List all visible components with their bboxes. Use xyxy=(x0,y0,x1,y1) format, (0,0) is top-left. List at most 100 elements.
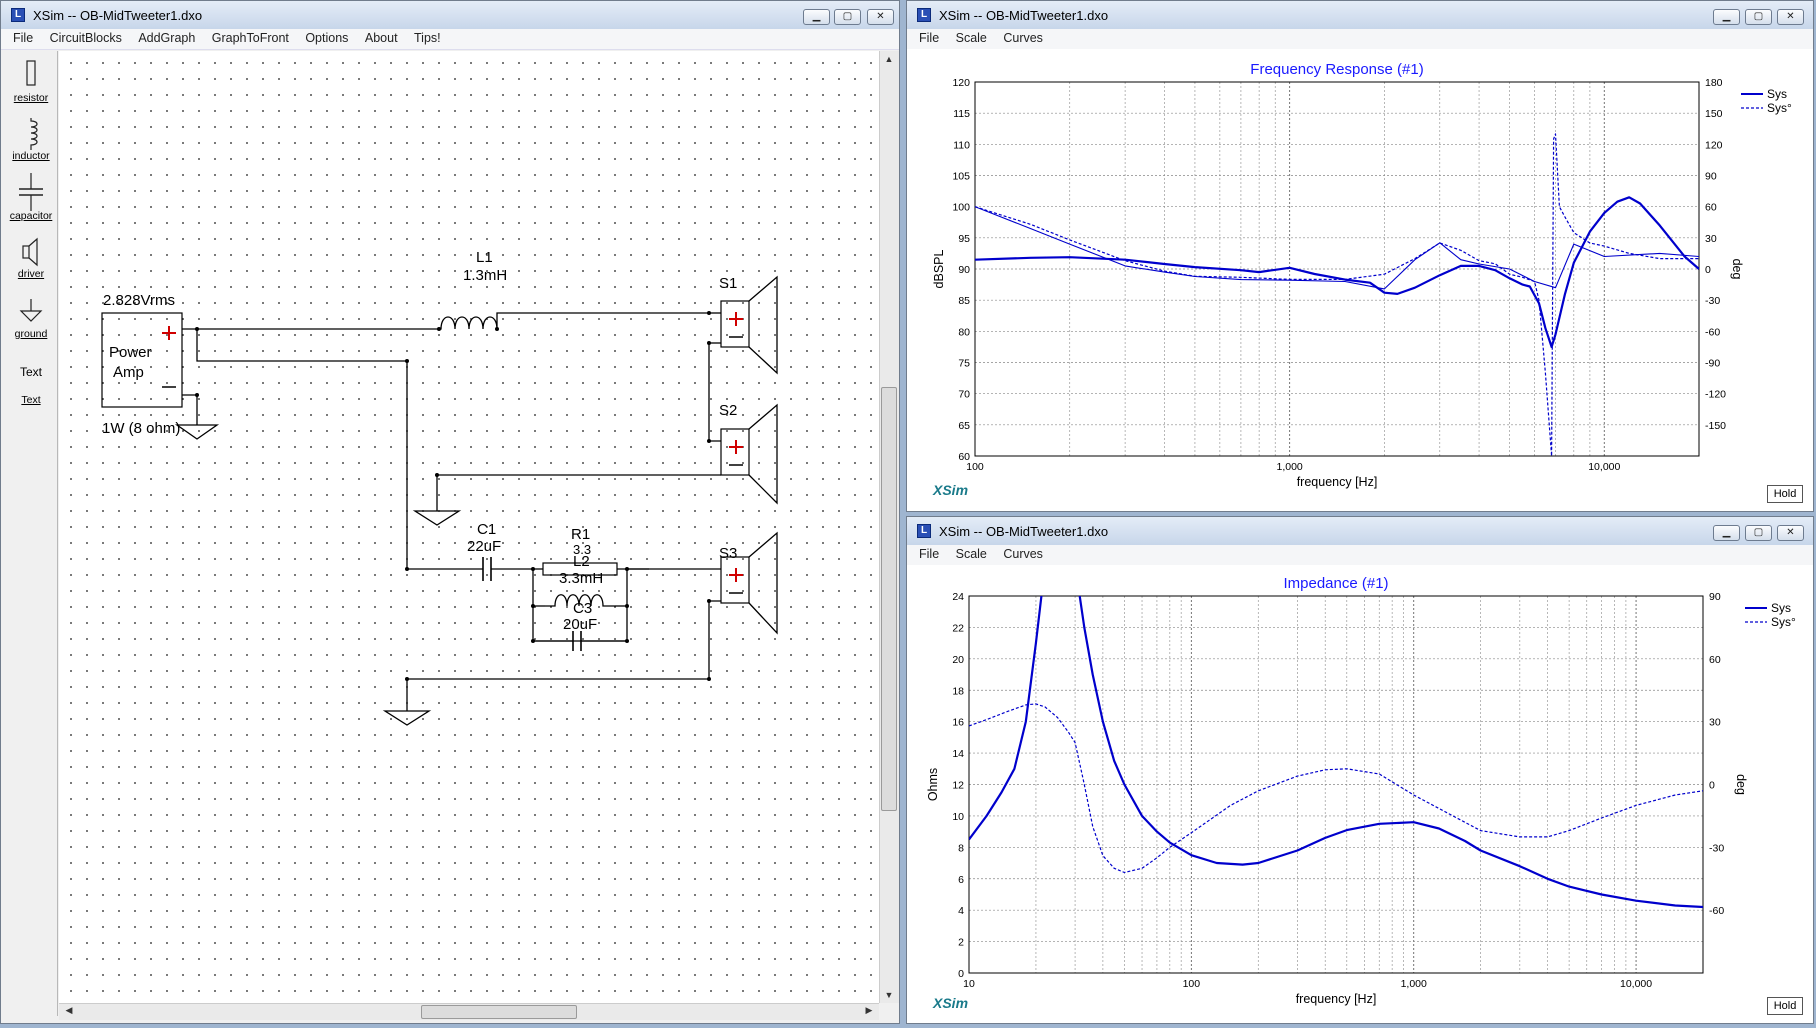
app-icon: L xyxy=(11,8,25,22)
palette-driver[interactable]: driver xyxy=(3,237,59,280)
palette-resistor[interactable]: resistor xyxy=(3,59,59,104)
window-title: XSim -- OB-MidTweeter1.dxo xyxy=(939,8,1109,23)
speaker-s3 xyxy=(720,531,778,635)
y2-tick-label: -120 xyxy=(1705,389,1726,401)
palette-text-2[interactable]: Text xyxy=(3,394,59,406)
y2-tick-label: 90 xyxy=(1705,171,1717,183)
l2-inductor xyxy=(545,594,615,607)
menu-circuitblocks[interactable]: CircuitBlocks xyxy=(49,31,122,45)
schematic-titlebar[interactable]: L XSim -- OB-MidTweeter1.dxo ▁ ▢ ✕ xyxy=(1,1,899,29)
menu-curves[interactable]: Curves xyxy=(1003,547,1043,561)
x-axis-label: frequency [Hz] xyxy=(1297,475,1378,489)
y-tick-label: 6 xyxy=(958,874,964,886)
menu-scale[interactable]: Scale xyxy=(955,31,987,45)
maximize-button[interactable]: ▢ xyxy=(1745,9,1772,25)
xsim-brand: XSim xyxy=(932,482,968,498)
menu-file[interactable]: File xyxy=(13,31,34,45)
vertical-scrollbar[interactable]: ▲ ▼ xyxy=(879,51,899,1003)
r1-value: 3.3 xyxy=(573,542,591,557)
schematic-window: L XSim -- OB-MidTweeter1.dxo ▁ ▢ ✕ File … xyxy=(0,0,900,1024)
s1-label: S1 xyxy=(719,275,737,292)
menu-file[interactable]: File xyxy=(919,547,940,561)
series-line-0 xyxy=(969,596,1703,909)
close-button[interactable]: ✕ xyxy=(1777,525,1804,541)
inductor-icon xyxy=(30,118,38,150)
hold-button[interactable]: Hold xyxy=(1767,485,1803,503)
vertical-scroll-thumb[interactable] xyxy=(881,387,897,811)
scroll-down-arrow[interactable]: ▼ xyxy=(884,990,894,1000)
palette-inductor-label: inductor xyxy=(12,150,50,162)
y-tick-label: 90 xyxy=(958,264,970,276)
speaker-s2 xyxy=(720,403,778,505)
source-voltage: 2.828Vrms xyxy=(103,292,175,309)
horizontal-scroll-thumb[interactable] xyxy=(421,1005,577,1019)
palette-text-1[interactable]: Text xyxy=(3,365,59,379)
source-power: 1W (8 ohm) xyxy=(102,420,180,437)
impedance-titlebar[interactable]: L XSim -- OB-MidTweeter1.dxo ▁ ▢ ✕ xyxy=(907,517,1813,545)
menu-curves[interactable]: Curves xyxy=(1003,31,1043,45)
palette-text-label: Text xyxy=(21,394,41,406)
menu-about[interactable]: About xyxy=(364,31,398,45)
app-icon: L xyxy=(917,524,931,538)
palette-inductor[interactable]: inductor xyxy=(3,117,59,162)
y-tick-label: 2 xyxy=(958,937,964,949)
palette-resistor-label: resistor xyxy=(13,92,49,104)
minimize-button[interactable]: ▁ xyxy=(803,9,830,25)
y-tick-label: 16 xyxy=(952,717,964,729)
menu-options[interactable]: Options xyxy=(305,31,349,45)
palette-capacitor-label: capacitor xyxy=(9,210,53,222)
l1-name: L1 xyxy=(476,249,493,266)
legend-label: Sys xyxy=(1771,601,1791,615)
close-button[interactable]: ✕ xyxy=(1777,9,1804,25)
y2-tick-label: -30 xyxy=(1709,842,1724,854)
menu-file[interactable]: File xyxy=(919,31,940,45)
x-tick-label: 1,000 xyxy=(1277,461,1303,473)
legend-label: Sys° xyxy=(1767,101,1792,115)
y-axis-label: dBSPL xyxy=(932,249,946,288)
l2-name: L2 xyxy=(573,553,590,570)
c1-name: C1 xyxy=(477,521,496,538)
component-palette: resistor inductor capacitor driver xyxy=(3,51,58,1016)
l2-value: 3.3mH xyxy=(559,570,603,587)
frequency-response-chart: Frequency Response (#1)60657075808590951… xyxy=(932,61,1792,498)
y-tick-label: 20 xyxy=(952,654,964,666)
frequency-titlebar[interactable]: L XSim -- OB-MidTweeter1.dxo ▁ ▢ ✕ xyxy=(907,1,1813,29)
ground-s2 xyxy=(412,510,462,526)
menu-addgraph[interactable]: AddGraph xyxy=(138,31,196,45)
y-axis-label: Ohms xyxy=(926,768,940,801)
driver-icon xyxy=(22,237,38,267)
minimize-button[interactable]: ▁ xyxy=(1713,525,1740,541)
resistor-icon xyxy=(26,60,36,86)
hold-button[interactable]: Hold xyxy=(1767,997,1803,1015)
menu-tips[interactable]: Tips! xyxy=(414,31,441,45)
palette-ground[interactable]: ground xyxy=(3,299,59,340)
close-button[interactable]: ✕ xyxy=(867,9,894,25)
menu-scale[interactable]: Scale xyxy=(955,547,987,561)
scroll-up-arrow[interactable]: ▲ xyxy=(884,54,894,64)
menu-bar: File Scale Curves xyxy=(907,545,1813,566)
chart-title: Frequency Response (#1) xyxy=(1250,61,1423,78)
menu-bar: File Scale Curves xyxy=(907,29,1813,50)
s2-label: S2 xyxy=(719,402,737,419)
menu-graphtofront[interactable]: GraphToFront xyxy=(211,31,289,45)
scroll-left-arrow[interactable]: ◀ xyxy=(65,1005,73,1015)
palette-capacitor[interactable]: capacitor xyxy=(3,173,59,222)
speaker-s1 xyxy=(720,275,778,375)
scroll-right-arrow[interactable]: ▶ xyxy=(865,1005,873,1015)
y-tick-label: 105 xyxy=(952,171,970,183)
series-line-2 xyxy=(975,206,1699,290)
minimize-button[interactable]: ▁ xyxy=(1713,9,1740,25)
y-tick-label: 120 xyxy=(952,77,970,89)
ground-icon xyxy=(19,299,43,322)
palette-driver-label: driver xyxy=(17,268,45,280)
horizontal-scrollbar[interactable]: ◀ ▶ xyxy=(59,1003,879,1020)
maximize-button[interactable]: ▢ xyxy=(1745,525,1772,541)
y2-axis-label: deg xyxy=(1730,259,1744,280)
maximize-button[interactable]: ▢ xyxy=(834,9,861,25)
y2-tick-label: 30 xyxy=(1705,233,1717,245)
y2-tick-label: -60 xyxy=(1709,905,1724,917)
y-tick-label: 65 xyxy=(958,420,970,432)
y-tick-label: 100 xyxy=(952,202,970,214)
schematic-canvas[interactable]: 2.828Vrms Power Amp 1W (8 ohm) L1 1.3mH … xyxy=(59,51,879,1003)
